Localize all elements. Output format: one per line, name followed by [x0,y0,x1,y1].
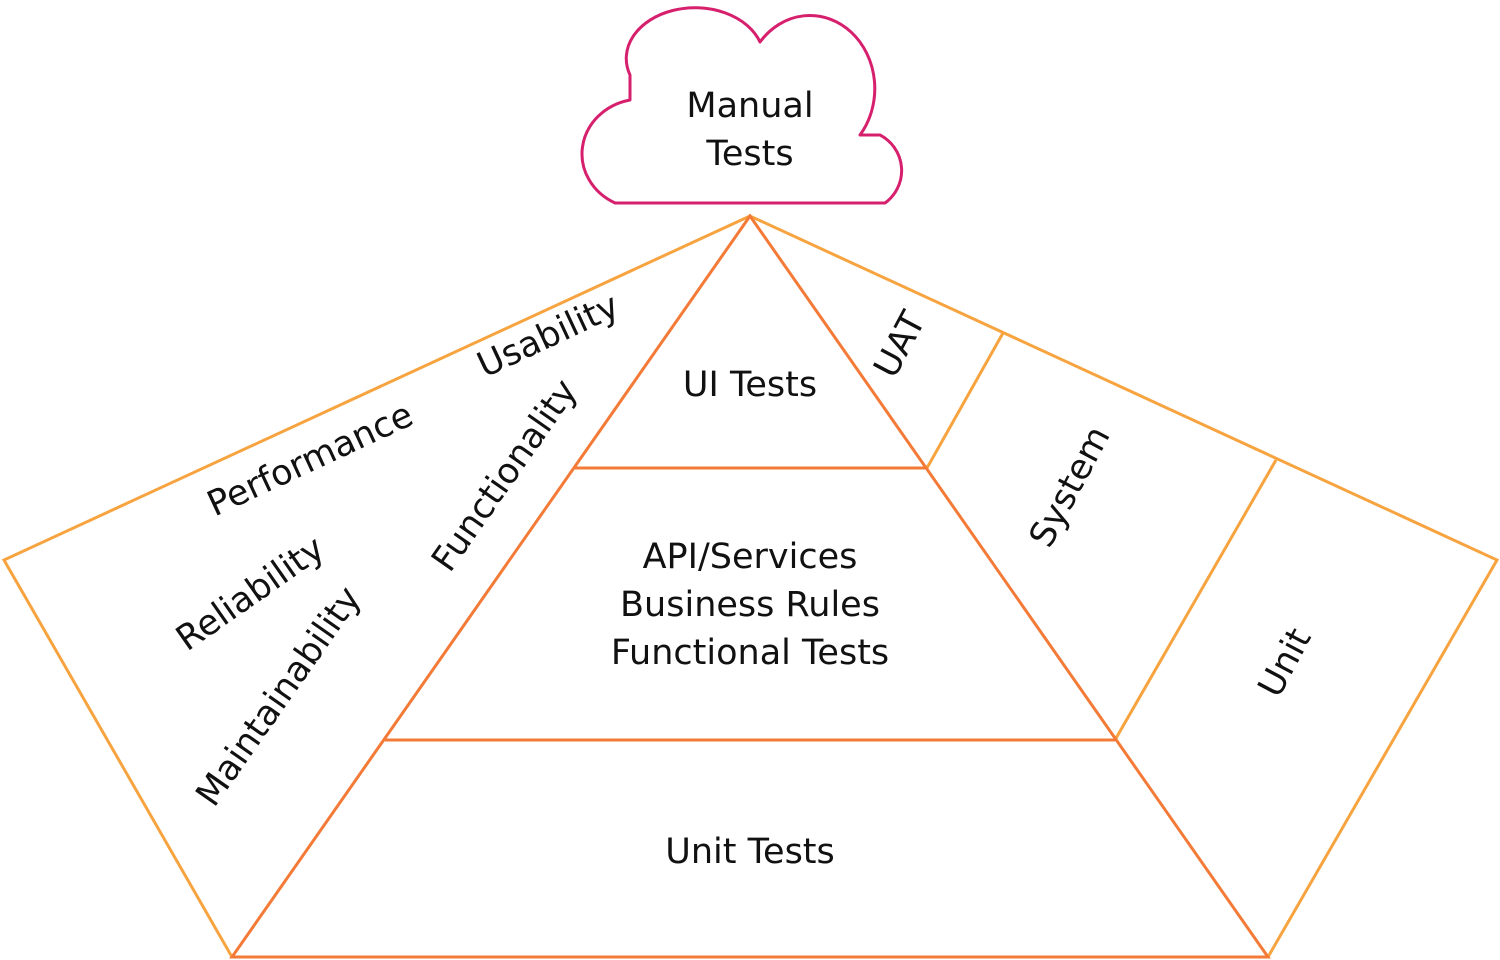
uat-label: UAT [867,305,935,385]
unit-label: Unit [1251,622,1320,704]
manual-tests-cloud: Manual Tests [580,6,904,205]
business-rules-label: Business Rules [620,585,880,625]
right-wing-divider-system-unit [1113,459,1278,741]
right-wing-divider-uat-system [925,332,1005,469]
unit-tests-label: Unit Tests [665,832,835,872]
usability-label: Usability [471,286,625,386]
api-services-label: API/Services [643,537,858,577]
central-pyramid [229,213,1271,959]
functionality-label: Functionality [424,372,585,579]
cloud-label-line1: Manual [686,86,813,126]
cloud-shape [580,6,904,205]
ui-tests-label: UI Tests [683,365,817,405]
system-label: System [1022,420,1119,554]
functional-tests-label: Functional Tests [611,633,889,673]
performance-label: Performance [201,395,419,525]
cloud-label-line2: Tests [705,134,793,174]
